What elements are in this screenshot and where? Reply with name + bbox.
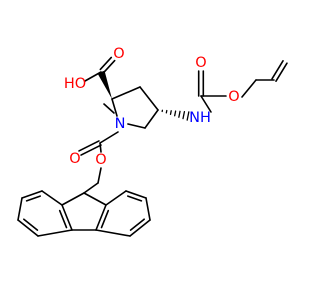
bond-allyl-vinyl-a <box>275 62 288 82</box>
atom-o-fmoc-ester: O <box>95 152 106 168</box>
molecule-diagram: O HO N NH O O O O <box>17 46 288 237</box>
ring-right-0 <box>105 190 127 206</box>
ring-right-5 <box>95 204 107 231</box>
ring-left-0 <box>41 190 63 206</box>
ring-c3-c4 <box>139 86 159 111</box>
atom-o-carbamate-top: O <box>195 55 206 71</box>
bond-fmoc-co-b <box>80 144 102 156</box>
ring-right-dbl-1 <box>127 195 143 202</box>
ring-left-5 <box>61 204 73 231</box>
atom-nh-amide: NH <box>189 110 211 126</box>
hash-c4-nh-h4 <box>174 110 177 117</box>
bond-c9-c9a <box>61 192 85 206</box>
ring-left-1 <box>21 190 43 199</box>
bonds <box>17 56 288 237</box>
ring-left-dbl-3 <box>58 209 68 229</box>
atom-o-carboxyl-top: O <box>113 46 124 62</box>
ring-left-4 <box>37 229 73 237</box>
bond-c9-c8a <box>83 192 107 206</box>
structure-canvas: O HO N NH O O O O <box>17 46 288 237</box>
ring-left-dbl-2 <box>23 218 39 231</box>
bond-nh-carbamate-c <box>200 95 212 113</box>
ring-right-4 <box>95 229 131 237</box>
ring-left-3 <box>17 219 39 237</box>
bond-n-fmoc-c <box>99 131 119 144</box>
bond-allyl-vinyl-b <box>271 60 284 80</box>
ring-c2-c3 <box>111 86 141 100</box>
bond-fmoc-c-o <box>99 142 102 153</box>
ring-left-dbl-1 <box>25 195 41 202</box>
atom-o-allyl-ester: O <box>228 89 239 105</box>
bond-o-ch2-fmoc <box>97 167 102 184</box>
hash-c4-nh-h5 <box>178 110 181 118</box>
atom-labels: O HO N NH O O O O <box>64 46 240 168</box>
hash-c4-nh-h7 <box>186 111 190 121</box>
ring-right-dbl-3 <box>100 209 110 229</box>
ring-c4-c5 <box>144 109 159 129</box>
bond-fmoc-co-a <box>78 140 100 152</box>
atom-oh-carboxyl: HO <box>64 76 86 92</box>
bond-cooh-carbonyl-a <box>102 59 116 74</box>
ring-right-2 <box>145 197 151 221</box>
bond-cooh-carbonyl-b <box>99 56 113 71</box>
ring-right-dbl-2 <box>129 218 145 231</box>
ring-right-3 <box>129 219 151 237</box>
ring-right-1 <box>125 190 147 199</box>
ring-c5-n <box>127 123 146 129</box>
bond-ch2-c9 <box>83 182 99 194</box>
hash-c4-nh-h6 <box>182 110 186 120</box>
wedge-c2-carboxyl <box>97 70 112 99</box>
hash-c4-nh-h3 <box>169 110 172 115</box>
ring-left-2 <box>17 197 23 221</box>
ring-n-c2 <box>111 98 118 117</box>
atom-n-ring: N <box>115 116 126 132</box>
atom-o-fmoc-carbonyl: O <box>69 151 80 167</box>
bond-cooh-oh <box>84 71 102 82</box>
bond-o-ch2 <box>241 79 257 98</box>
ring-n-c2 <box>103 103 115 114</box>
